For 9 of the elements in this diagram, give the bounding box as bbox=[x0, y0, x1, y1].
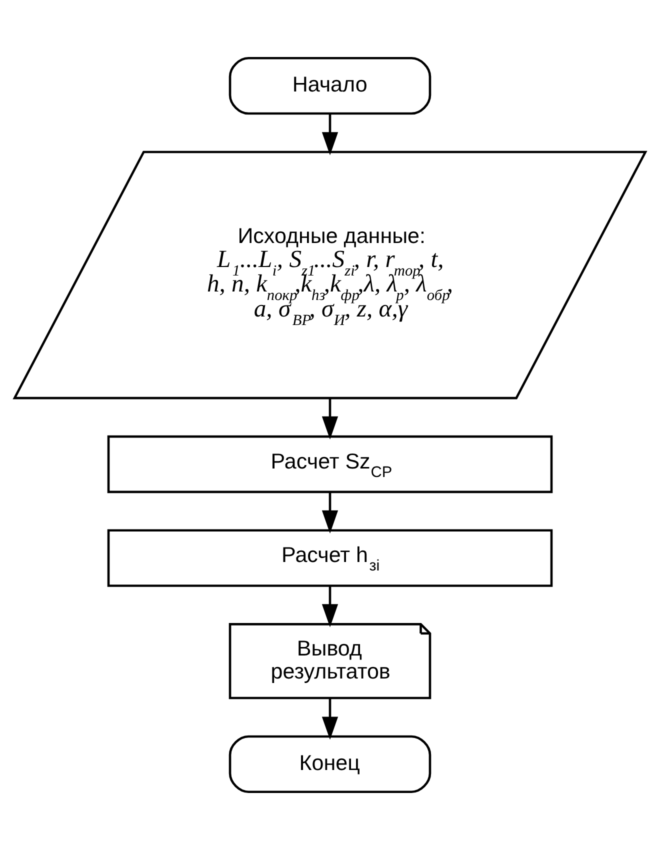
node-box: Расчет h$_{зi}$ bbox=[107, 529, 553, 587]
arrow bbox=[322, 398, 338, 440]
arrow bbox=[322, 114, 338, 156]
arrow bbox=[322, 586, 338, 628]
node-box: Конец bbox=[228, 735, 432, 793]
arrow bbox=[322, 698, 338, 740]
node-box: Начало bbox=[228, 57, 432, 115]
node-box: Расчет Sz$_{СР}$ bbox=[107, 435, 553, 494]
arrow bbox=[322, 492, 338, 534]
